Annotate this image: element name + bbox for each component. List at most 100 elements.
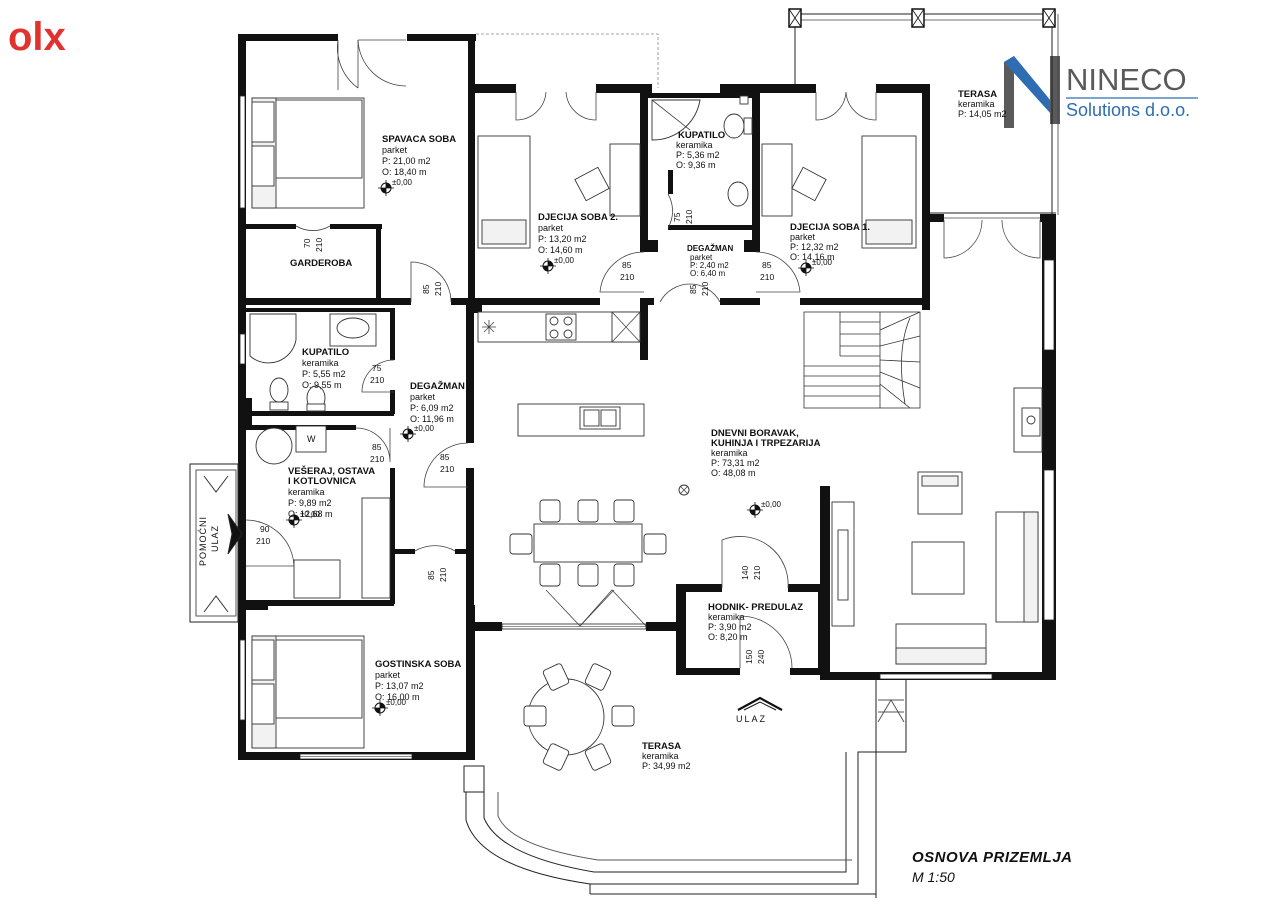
room-floor: keramika xyxy=(642,751,679,761)
room-floor: parket xyxy=(538,223,564,233)
level-markers: ±0,00 ±0,00 ±0,00 ±0,00 ±0,00 ±0,00 ±0,00 xyxy=(286,178,833,716)
door-dim: 210 xyxy=(440,464,454,474)
door-dim: 210 xyxy=(438,568,448,582)
room-name-djecija1: DJECIJA SOBA 1. xyxy=(790,222,870,233)
room-area: P: 34,99 m2 xyxy=(642,761,691,771)
olx-logo[interactable]: olx xyxy=(8,15,66,59)
door-dim: 150 xyxy=(744,650,754,664)
room-floor: keramika xyxy=(708,612,745,622)
door-dim: 85 xyxy=(372,442,382,452)
side-entrance-label: POMOĆNI xyxy=(198,516,208,566)
room-perimeter: O: 18,40 m xyxy=(382,167,427,177)
room-perimeter: O: 9,55 m xyxy=(302,380,342,390)
room-name-gostinska: GOSTINSKA SOBA xyxy=(375,659,461,670)
room-name-kupatilo-left: KUPATILO xyxy=(302,347,349,358)
level-marker: ±0,00 xyxy=(540,256,575,274)
company-name: NINECO xyxy=(1066,62,1187,97)
door-dim: 210 xyxy=(760,272,774,282)
door-dim: 75 xyxy=(672,212,682,222)
room-floor: parket xyxy=(382,145,408,155)
room-name-spavaca: SPAVACA SOBA xyxy=(382,134,456,145)
door-dim: 240 xyxy=(756,650,766,664)
door-dim: 210 xyxy=(314,238,324,252)
room-area: P: 3,90 m2 xyxy=(708,622,752,632)
room-name-terasa-bottom: TERASA xyxy=(642,741,681,752)
level-mark-text: ±0,00 xyxy=(300,510,321,519)
level-mark-text: ±0,00 xyxy=(761,500,782,509)
room-area: P: 2,40 m2 xyxy=(690,261,729,270)
room-area: P: 21,00 m2 xyxy=(382,156,431,166)
room-floor: keramika xyxy=(711,448,748,458)
room-name-veseraj-2: I KOTLOVNICA xyxy=(288,476,356,487)
terrace-bottom-outline xyxy=(463,680,907,898)
drawing-title: OSNOVA PRIZEMLJA xyxy=(912,849,1073,866)
level-marker: ±0,00 xyxy=(286,510,321,528)
room-area: P: 12,32 m2 xyxy=(790,242,839,252)
door-dim: 85 xyxy=(421,284,431,294)
door-dim: 210 xyxy=(370,375,384,385)
terrace-top xyxy=(788,8,1059,219)
room-name-kupatilo-top: KUPATILO xyxy=(678,130,725,141)
door-dim: 90 xyxy=(260,524,270,534)
door-dim: 75 xyxy=(372,363,382,373)
level-marker: ±0,00 xyxy=(400,424,435,442)
room-name-degazman-left: DEGAŽMAN xyxy=(410,380,465,392)
door-dim: 210 xyxy=(700,282,710,296)
room-perimeter: O: 11,96 m xyxy=(410,414,454,424)
door-dim: 210 xyxy=(620,272,634,282)
door-dim: 210 xyxy=(433,282,443,296)
door-dim: 210 xyxy=(752,566,762,580)
level-mark-text: ±0,00 xyxy=(386,698,407,707)
level-mark-text: ±0,00 xyxy=(812,258,833,267)
room-name-terasa-top: TERASA xyxy=(958,89,997,100)
entrance-arrow xyxy=(737,696,783,711)
room-name-hodnik: HODNIK- PREDULAZ xyxy=(708,602,803,613)
windows xyxy=(239,95,1055,760)
level-mark-text: ±0,00 xyxy=(392,178,413,187)
room-perimeter: O: 48,08 m xyxy=(711,468,756,478)
level-marker: ±0,00 xyxy=(798,258,833,276)
side-entrance-label-2: ULAZ xyxy=(210,525,220,552)
furniture: W xyxy=(249,95,1043,771)
room-labels: SPAVACA SOBA parket P: 21,00 m2 O: 18,40… xyxy=(288,89,1007,771)
door-dim: 85 xyxy=(762,260,772,270)
room-floor: parket xyxy=(790,232,816,242)
room-perimeter: O: 9,36 m xyxy=(676,160,716,170)
level-marker: ±0,00 xyxy=(378,178,413,196)
washer-label: W xyxy=(307,434,316,444)
room-perimeter: O: 16,00 m xyxy=(375,692,420,702)
nineco-logo: NINECO Solutions d.o.o. xyxy=(1004,56,1198,128)
door-dim: 85 xyxy=(440,452,450,462)
door-dim: 85 xyxy=(688,284,698,294)
room-name-degazman-top: DEGAŽMAN xyxy=(687,244,733,253)
room-name-djecija2: DJECIJA SOBA 2. xyxy=(538,212,618,223)
room-perimeter: O: 6,40 m xyxy=(690,269,725,278)
door-dim: 85 xyxy=(622,260,632,270)
room-area: P: 73,31 m2 xyxy=(711,458,760,468)
level-marker: ±0,00 xyxy=(372,698,407,716)
room-perimeter: O: 14,16 m xyxy=(790,252,835,262)
drawing-scale: M 1:50 xyxy=(912,869,955,885)
level-marker: ±0,00 xyxy=(747,500,782,518)
door-dim: 70 xyxy=(302,238,312,248)
room-floor: keramika xyxy=(958,99,995,109)
room-perimeter: O: 8,20 m xyxy=(708,632,748,642)
level-mark-text: ±0,00 xyxy=(554,256,575,265)
door-dim: 210 xyxy=(370,454,384,464)
room-area: P: 9,89 m2 xyxy=(288,498,332,508)
logo-diagonal xyxy=(1004,56,1060,124)
logo-bar-left xyxy=(1004,56,1014,128)
room-area: P: 13,20 m2 xyxy=(538,234,587,244)
door-dim: 210 xyxy=(256,536,270,546)
room-name-veseraj: VEŠERAJ, OSTAVA xyxy=(288,465,375,477)
room-name-dnevni: DNEVNI BORAVAK, xyxy=(711,428,799,439)
company-subtitle: Solutions d.o.o. xyxy=(1066,100,1190,120)
room-name-dnevni-2: KUHINJA I TRPEZARIJA xyxy=(711,438,821,449)
room-floor: parket xyxy=(410,392,436,402)
side-entrance xyxy=(189,463,243,623)
door-dim: 140 xyxy=(740,566,750,580)
room-area: P: 5,36 m2 xyxy=(676,150,720,160)
door-dim: 85 xyxy=(426,570,436,580)
room-floor: parket xyxy=(690,253,713,262)
